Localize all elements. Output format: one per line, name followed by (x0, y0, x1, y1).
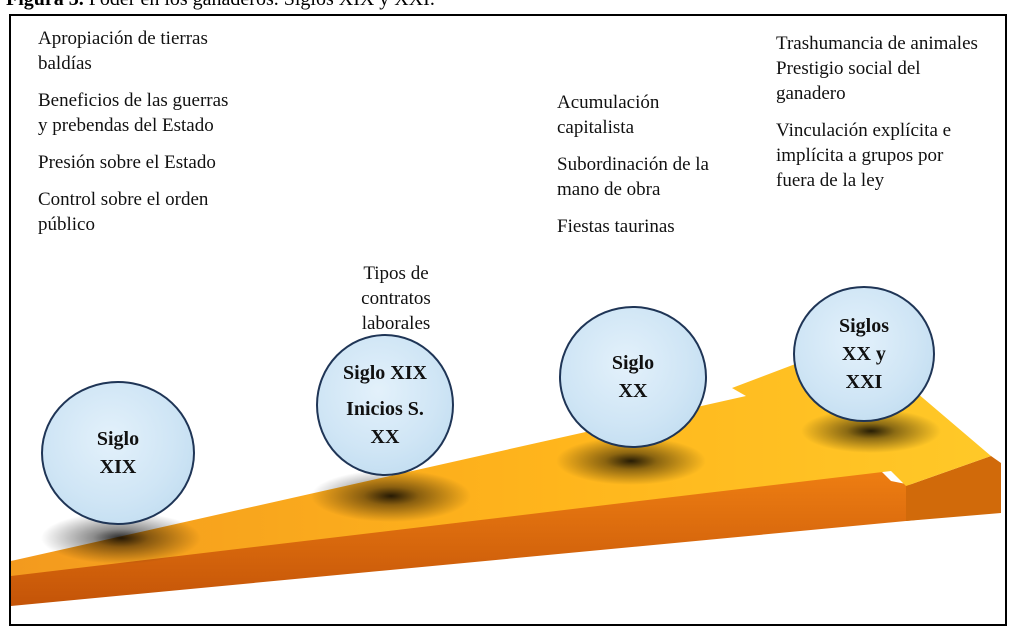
circle-siglo-xix-inicios-xx: Siglo XIX Inicios S. XX (316, 334, 454, 476)
column-item: Control sobre el orden público (38, 189, 209, 235)
circle-label: Siglo XX (611, 352, 655, 402)
circle-shadow-3 (556, 437, 706, 485)
arrow-head-side (906, 456, 1001, 521)
column-siglos-xx-xxi: Trashumancia de animales Prestigio socia… (776, 31, 986, 205)
diagram-frame: Apropiación de tierras baldías Beneficio… (9, 14, 1007, 626)
column-item: Presión sobre el Estado (38, 152, 216, 173)
column-siglo-xx: Acumulación capitalista Subordinación de… (557, 90, 727, 251)
circle-shadow-2 (311, 470, 471, 522)
column-item: Apropiación de tierras baldías (38, 28, 208, 74)
column-item: Subordinación de la mano de obra (557, 154, 709, 200)
column-item: Trashumancia de animales (776, 33, 978, 54)
column-item: Fiestas taurinas (557, 216, 675, 237)
column-item: Beneficios de las guerras y prebendas de… (38, 90, 229, 136)
circle-sublabel: Inicios S. XX (346, 398, 424, 448)
column-item: Vinculación explícita e implícita a grup… (776, 120, 952, 191)
column-item: Tipos de contratos laborales (361, 263, 431, 334)
circle-siglo-xix: Siglo XIX (41, 381, 195, 525)
figure-caption: Figura 3. Poder en los ganaderos. Siglos… (6, 0, 1006, 11)
circle-shadow-1 (41, 512, 201, 564)
timeline-arrow (11, 341, 1001, 606)
circle-siglo-xx: Siglo XX (559, 306, 707, 448)
circle-shadow-4 (801, 409, 941, 453)
column-siglo-xix-inicios-xx: Tipos de contratos laborales (341, 261, 451, 348)
circle-label: Siglo XIX (96, 428, 140, 478)
arrow-top-face (11, 341, 991, 576)
circle-label: Siglo XIX (343, 362, 427, 384)
column-item: Prestigio social del ganadero (776, 58, 921, 104)
column-siglo-xix: Apropiación de tierras baldías Beneficio… (38, 26, 233, 249)
circle-siglos-xx-xxi: Siglos XX y XXI (793, 286, 935, 422)
arrow-side-face (11, 471, 1001, 606)
circle-label: Siglos XX y XXI (838, 315, 890, 393)
column-item: Acumulación capitalista (557, 92, 660, 138)
